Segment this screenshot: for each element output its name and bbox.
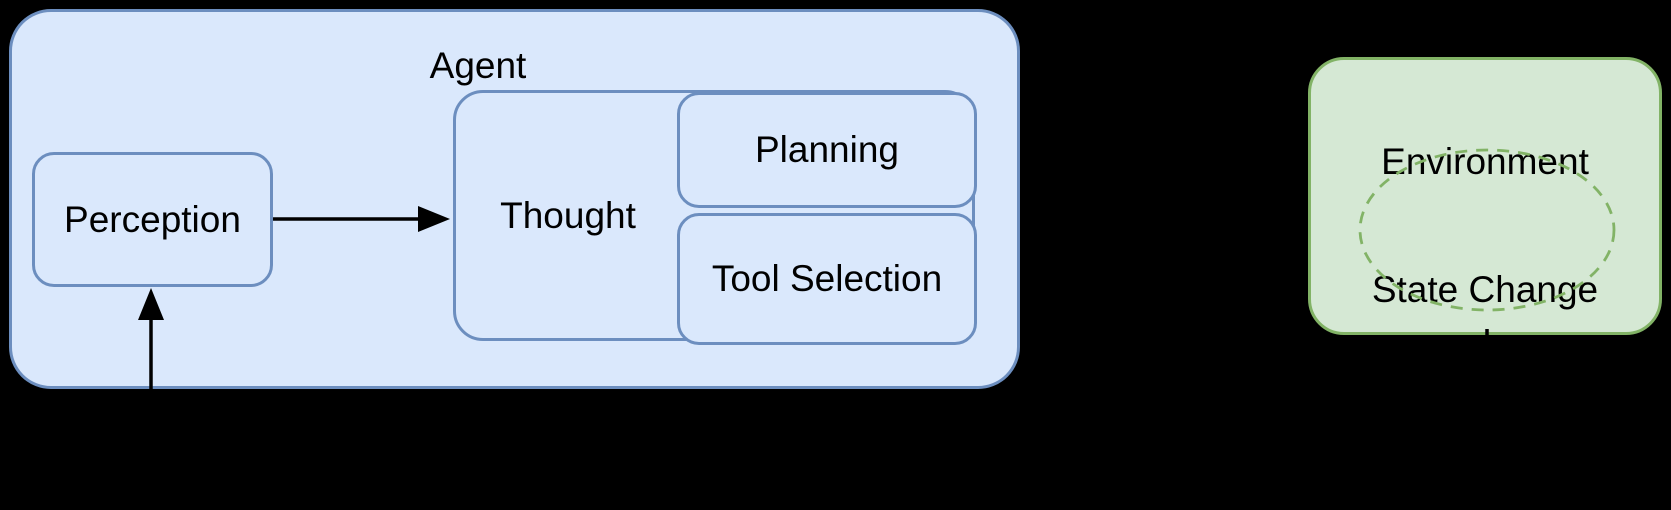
environment-label: Environment bbox=[1381, 141, 1589, 182]
tool-selection-box: Tool Selection bbox=[677, 213, 977, 345]
thought-label: Thought bbox=[500, 194, 636, 236]
thought-label-wrap: Thought bbox=[456, 93, 680, 338]
planning-box: Planning bbox=[677, 92, 977, 208]
agent-label: Agent bbox=[429, 45, 527, 86]
perception-box: Perception bbox=[32, 152, 273, 287]
state-change-label: State Change bbox=[1371, 269, 1599, 310]
tool-selection-label: Tool Selection bbox=[711, 258, 943, 299]
environment-box: Environment State Change bbox=[1308, 57, 1662, 335]
planning-label: Planning bbox=[754, 129, 899, 170]
perception-label: Perception bbox=[64, 198, 241, 240]
